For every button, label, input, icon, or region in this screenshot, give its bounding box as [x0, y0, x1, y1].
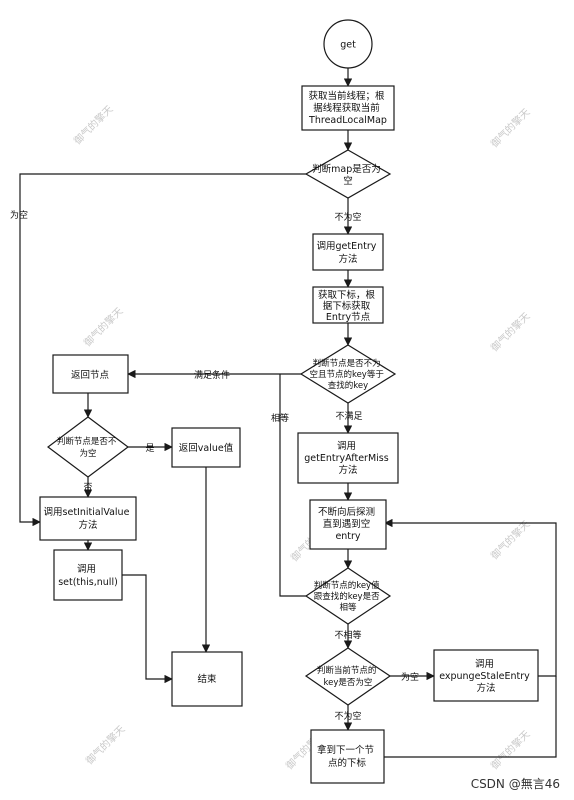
label-not-met: 不满足 — [335, 411, 362, 422]
label-key-not-null: 不为空 — [334, 710, 361, 722]
probe-back-label: 不断向后探测 直到遇到空 entry — [318, 506, 378, 542]
csdn-credit: CSDN @無言46 — [471, 776, 560, 791]
edge-set-to-end — [122, 574, 173, 684]
return-node-label: 返回节点 — [71, 369, 110, 381]
watermark: 御气的擎天 — [83, 723, 128, 768]
label-yes: 是 — [145, 443, 154, 454]
check-current-key-null-label: 判断当前节点的 key是否为空 — [317, 665, 379, 688]
end-node: 结束 — [171, 651, 243, 707]
next-index-node: 拿到下一个节 点的下标 — [310, 729, 385, 784]
label-key-null: 为空 — [401, 671, 419, 683]
label-equal: 相等 — [271, 412, 289, 424]
call-get-entry-label: 调用getEntry 方法 — [317, 241, 380, 265]
is-map-empty-label: 判断map是否为 空 — [312, 163, 384, 187]
watermark: 御气的擎天 — [81, 305, 126, 350]
check-node-null-label: 判断节点是否不 为空 — [57, 436, 119, 459]
watermark: 御气的擎天 — [488, 518, 533, 563]
call-get-entry-after-miss-node: 调用 getEntryAfterMiss 方法 — [297, 432, 399, 484]
watermark: 御气的擎天 — [488, 106, 533, 151]
start-node: get — [323, 19, 373, 69]
check-key-equal-label: 判断节点的key值 跟查找的key是否 相等 — [314, 580, 383, 613]
label-not-equal: 不相等 — [334, 629, 361, 641]
check-key-equal-decision: 判断节点的key值 跟查找的key是否 相等 — [304, 567, 392, 625]
check-node-null-decision: 判断节点是否不 为空 — [47, 416, 129, 478]
check-entry-decision: 判断节点是否不为 空且节点的key等于 查找的key — [299, 344, 397, 404]
edge-expunge-loop — [384, 518, 557, 677]
call-get-entry-node: 调用getEntry 方法 — [312, 233, 384, 271]
edge-next-loop — [384, 676, 557, 758]
watermark: 御气的擎天 — [71, 103, 116, 148]
label-map-empty: 为空 — [10, 209, 28, 221]
return-value-label: 返回value值 — [179, 442, 234, 454]
get-map-label: 获取当前线程；根 据线程获取当前 ThreadLocalMap — [308, 90, 387, 126]
return-value-node: 返回value值 — [171, 427, 241, 468]
edge-equal — [279, 374, 306, 597]
get-map-node: 获取当前线程；根 据线程获取当前 ThreadLocalMap — [301, 85, 395, 131]
is-map-empty-decision: 判断map是否为 空 — [304, 149, 392, 199]
watermark: 御气的擎天 — [488, 310, 533, 355]
call-set-initial-label: 调用setInitialValue 方法 — [44, 507, 133, 531]
get-index-node: 获取下标，根 据下标获取 Entry节点 — [312, 286, 384, 324]
next-index-label: 拿到下一个节 点的下标 — [317, 744, 377, 769]
label-condition-met: 满足条件 — [194, 369, 230, 381]
expunge-label: 调用 expungeStaleEntry 方法 — [439, 659, 533, 694]
check-entry-label: 判断节点是否不为 空且节点的key等于 查找的key — [309, 358, 386, 391]
call-set-initial-node: 调用setInitialValue 方法 — [39, 496, 137, 541]
get-index-label: 获取下标，根 据下标获取 Entry节点 — [318, 289, 378, 323]
end-label: 结束 — [197, 673, 217, 685]
watermark: 御气的擎天 — [488, 728, 533, 773]
expunge-node: 调用 expungeStaleEntry 方法 — [433, 649, 539, 702]
call-set-node: 调用 set(this,null) — [53, 549, 123, 601]
edge-labels: 为空 不为空 满足条件 相等 不满足 是 否 不相等 为空 不为空 — [10, 209, 419, 722]
label-no: 否 — [83, 482, 92, 493]
check-current-key-null-decision: 判断当前节点的 key是否为空 — [304, 647, 392, 706]
edge-map-empty — [19, 173, 306, 527]
return-node-node: 返回节点 — [52, 354, 129, 394]
edges — [19, 68, 557, 758]
probe-back-node: 不断向后探测 直到遇到空 entry — [309, 499, 387, 550]
start-label: get — [340, 40, 356, 51]
nodes: get 获取当前线程；根 据线程获取当前 ThreadLocalMap 判断ma… — [39, 19, 539, 784]
call-set-label: 调用 set(this,null) — [58, 564, 118, 588]
label-map-not-empty: 不为空 — [334, 211, 361, 223]
call-get-entry-after-miss-label: 调用 getEntryAfterMiss 方法 — [304, 441, 391, 476]
